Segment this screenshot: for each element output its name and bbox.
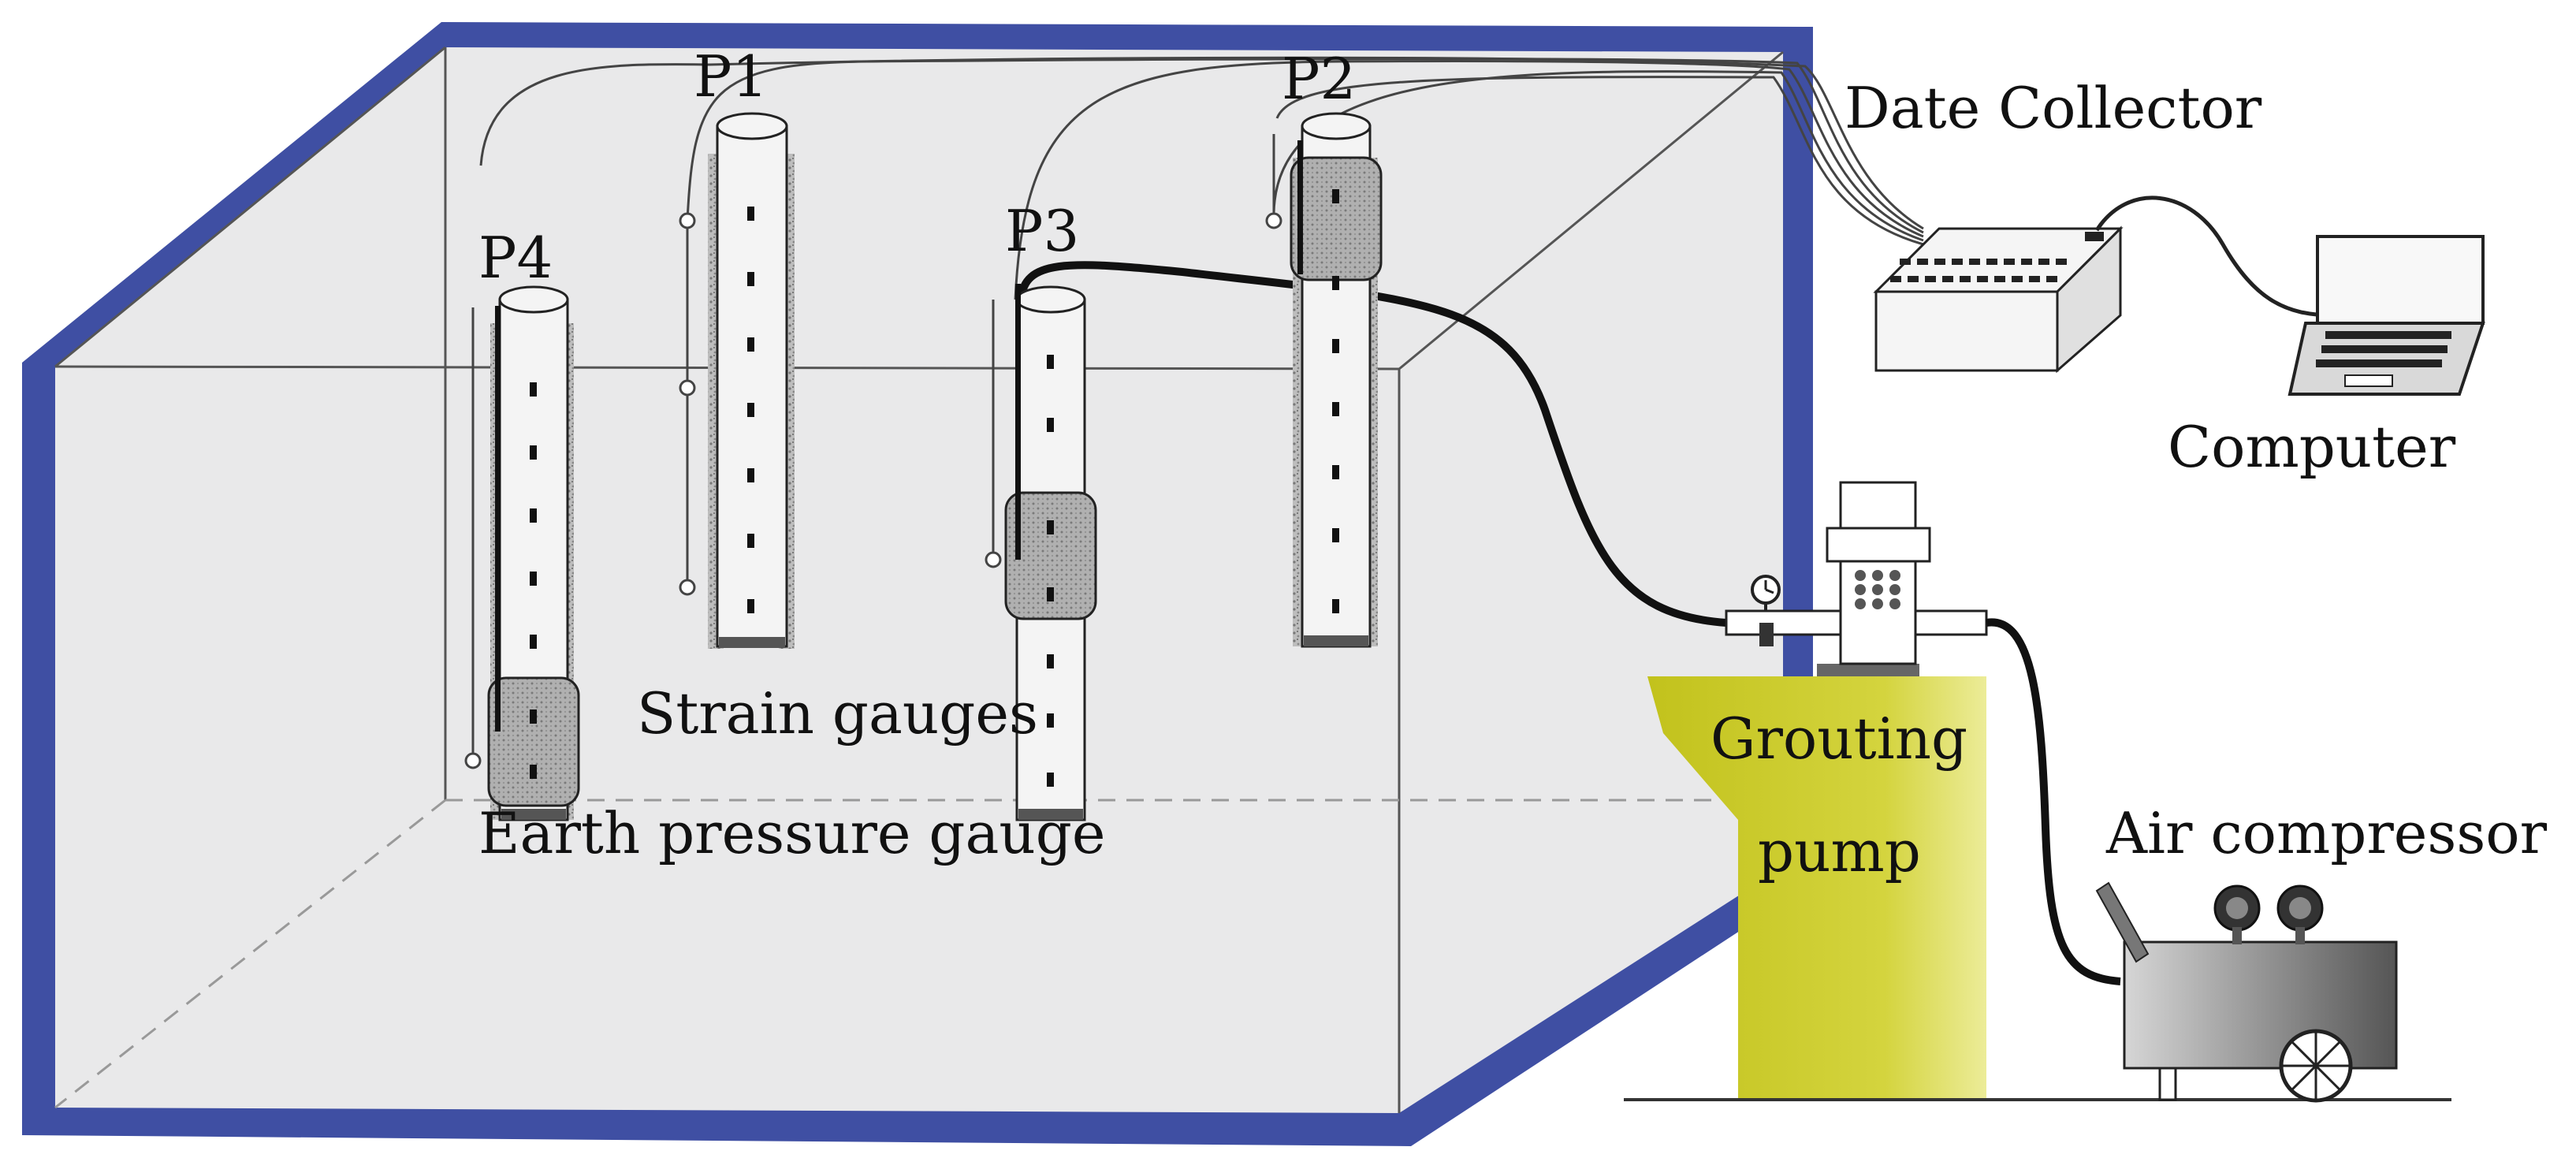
pile-p3 — [985, 284, 1097, 821]
computer-cable — [2094, 196, 2334, 318]
pressure-gauge-icon — [1751, 575, 1781, 646]
test-box-interior — [55, 47, 1783, 1113]
label-p3: P3 — [1005, 198, 1079, 264]
pile-p4 — [464, 285, 580, 821]
grouting-pump-base — [1647, 676, 1986, 1100]
label-date-collector: Date Collector — [1845, 75, 2262, 141]
sensor-cables — [479, 56, 1924, 300]
label-strain-gauges: Strain gauges — [637, 680, 1038, 747]
strain-gauges-p3 — [1047, 355, 1054, 787]
label-grouting-pump-line1: Grouting — [1711, 706, 1967, 772]
strain-gauges-p4 — [530, 382, 537, 779]
compressor-hose — [1986, 618, 2121, 985]
pile-p2 — [1265, 112, 1383, 648]
grout-hose — [1017, 261, 1727, 627]
label-computer: Computer — [2168, 414, 2456, 480]
label-p4: P4 — [478, 225, 553, 291]
strain-gauges-p2 — [1332, 189, 1339, 613]
laptop-icon — [2288, 235, 2485, 396]
label-air-compressor: Air compressor — [2105, 800, 2548, 866]
air-compressor-icon — [2095, 881, 2398, 1103]
test-box — [22, 22, 1813, 1146]
label-earth-pressure-gauge: Earth pressure gauge — [478, 800, 1105, 866]
strain-gauges-p1 — [747, 207, 754, 613]
pile-p1 — [679, 112, 795, 649]
grouting-pump — [1647, 481, 1988, 1100]
label-grouting-pump-line2: pump — [1758, 818, 1921, 884]
label-p2: P2 — [1282, 46, 1356, 112]
label-p1: P1 — [694, 43, 768, 110]
data-logger-icon — [1873, 225, 2124, 374]
